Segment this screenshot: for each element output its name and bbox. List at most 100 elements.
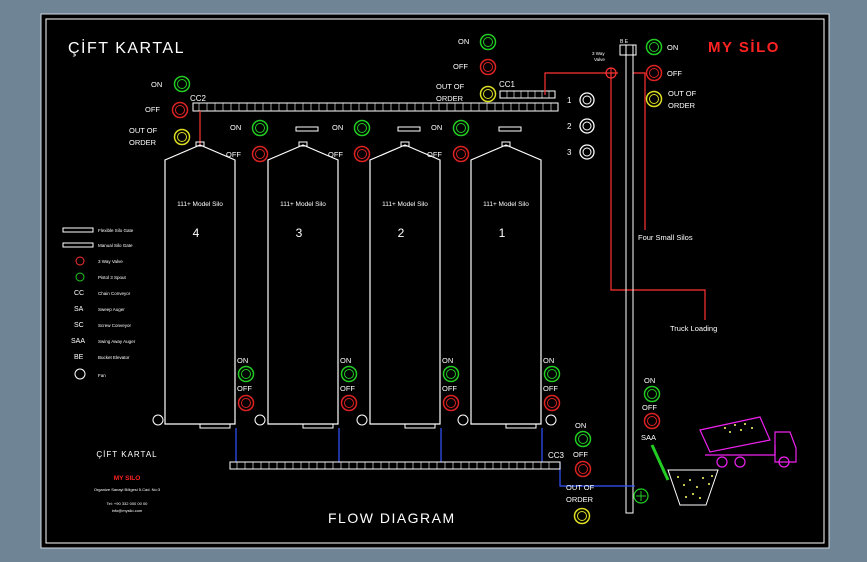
svg-text:ON: ON (431, 123, 442, 132)
svg-text:3 Way Valve: 3 Way Valve (98, 259, 123, 264)
truck-route-line (610, 73, 706, 320)
silo-1-model: 111+ Model Silo (483, 201, 529, 208)
cc2-label: CC2 (190, 94, 207, 103)
svg-text:Fan: Fan (98, 373, 106, 378)
be-off-lamp (645, 64, 663, 82)
svg-text:ON: ON (442, 356, 453, 365)
cc3-out-of-order-lamp (573, 507, 591, 525)
small-silo-2-label: 2 (567, 122, 572, 131)
svg-text:OFF: OFF (667, 69, 682, 78)
small-silos-label: Four Small Silos (638, 233, 693, 242)
svg-text:info@mysilo.com: info@mysilo.com (112, 508, 143, 513)
cc3-label: CC3 (548, 451, 565, 460)
silo-3: 111+ Model Silo 3 ON OFF ON OFF (254, 119, 421, 429)
saa-on-lamp (643, 385, 661, 403)
small-silo-1 (579, 92, 595, 108)
svg-text:OFF: OFF (328, 150, 343, 159)
svg-text:Tel: +90 332 000 00 00: Tel: +90 332 000 00 00 (107, 501, 149, 506)
svg-text:OUT OF: OUT OF (566, 483, 595, 492)
svg-text:ON: ON (458, 37, 469, 46)
fan-icon (74, 368, 86, 380)
cc1-on-lamp (479, 33, 497, 51)
svg-text:ON: ON (340, 356, 351, 365)
svg-text:ON: ON (230, 123, 241, 132)
cc2-off-lamp (171, 101, 189, 119)
svg-text:MY SILO: MY SILO (114, 475, 141, 482)
be-out-of-order-lamp (645, 90, 663, 108)
silo-4: 111+ Model Silo 4 ON OFF ON OFF (152, 119, 319, 429)
silo-3-number: 3 (296, 226, 303, 240)
svg-text:ON: ON (151, 80, 162, 89)
svg-text:3 Way: 3 Way (592, 51, 605, 56)
saa-off-lamp (643, 412, 661, 430)
be-on-lamp (645, 38, 663, 56)
drawing-frame (40, 13, 830, 549)
silo-2-model: 111+ Model Silo (382, 201, 428, 208)
cc1-off-lamp (479, 58, 497, 76)
svg-text:ON: ON (667, 43, 678, 52)
svg-text:SAA: SAA (71, 338, 85, 345)
cc3-off-lamp (574, 460, 592, 478)
svg-text:Organize Sanayi Bölgesi 5.Cad.: Organize Sanayi Bölgesi 5.Cad. No:3 (94, 487, 161, 492)
svg-text:BE: BE (74, 354, 84, 361)
footer-title: FLOW DIAGRAM (328, 510, 456, 526)
svg-text:Flexible Silo Gate: Flexible Silo Gate (98, 228, 134, 233)
svg-text:Sweep Auger: Sweep Auger (98, 307, 125, 312)
silo-1-number: 1 (499, 226, 506, 240)
truck-icon (699, 416, 797, 468)
svg-text:SC: SC (74, 322, 84, 329)
svg-text:ORDER: ORDER (129, 138, 157, 147)
svg-text:OUT OF: OUT OF (436, 82, 465, 91)
cc1-out-of-order-lamp (479, 85, 497, 103)
svg-text:Bucket Elevator: Bucket Elevator (98, 355, 130, 360)
svg-text:OFF: OFF (442, 384, 457, 393)
svg-text:OFF: OFF (453, 62, 468, 71)
svg-text:OFF: OFF (573, 450, 588, 459)
cc3-on-lamp (574, 430, 592, 448)
saa-label: SAA (641, 433, 656, 442)
cc3-conveyor (229, 461, 561, 470)
small-silo-3-label: 3 (567, 148, 572, 157)
cc2-conveyor (192, 102, 559, 112)
svg-text:OFF: OFF (340, 384, 355, 393)
company-block: ÇİFT KARTAL MY SILO Organize Sanayi Bölg… (94, 450, 161, 513)
svg-text:Swing Away Auger: Swing Away Auger (98, 339, 136, 344)
svg-text:OFF: OFF (642, 403, 657, 412)
svg-text:SA: SA (74, 306, 84, 313)
svg-text:OUT OF: OUT OF (668, 89, 697, 98)
legend: Flexible Silo Gate Manual Silo Gate 3 Wa… (62, 227, 136, 380)
truck-loading-label: Truck Loading (670, 324, 717, 333)
svg-text:OFF: OFF (226, 150, 241, 159)
svg-text:OFF: OFF (237, 384, 252, 393)
svg-text:ORDER: ORDER (436, 94, 464, 103)
svg-text:OFF: OFF (145, 105, 160, 114)
cc2-out-of-order-lamp (173, 128, 191, 146)
small-silo-1-label: 1 (567, 96, 572, 105)
svg-text:ORDER: ORDER (668, 101, 696, 110)
truck-hopper (667, 469, 719, 506)
svg-text:OUT OF: OUT OF (129, 126, 158, 135)
svg-text:ON: ON (543, 356, 554, 365)
svg-text:Manual Silo Gate: Manual Silo Gate (98, 243, 133, 248)
svg-text:ON: ON (575, 421, 586, 430)
small-silo-3 (579, 144, 595, 160)
svg-text:ÇİFT KARTAL: ÇİFT KARTAL (96, 450, 157, 459)
small-silo-2 (579, 118, 595, 134)
svg-text:CC: CC (74, 290, 84, 297)
silo-3-model: 111+ Model Silo (280, 201, 326, 208)
svg-text:OFF: OFF (543, 384, 558, 393)
silo-2: 111+ Model Silo 2 ON OFF ON OFF (356, 119, 522, 429)
svg-text:Pistol 3 Spout: Pistol 3 Spout (98, 275, 127, 280)
silo-2-number: 2 (398, 226, 405, 240)
svg-text:Valve: Valve (594, 57, 605, 62)
cc1-conveyor (499, 90, 556, 99)
cc1-label: CC1 (499, 80, 516, 89)
svg-text:ORDER: ORDER (566, 495, 594, 504)
pistol-spout-icon (633, 488, 649, 504)
svg-text:ON: ON (237, 356, 248, 365)
svg-text:Screw Conveyor: Screw Conveyor (98, 323, 132, 328)
silo-4-model: 111+ Model Silo (177, 201, 223, 208)
svg-text:Chain Conveyor: Chain Conveyor (98, 291, 131, 296)
title-cift-kartal: ÇİFT KARTAL (68, 38, 185, 57)
